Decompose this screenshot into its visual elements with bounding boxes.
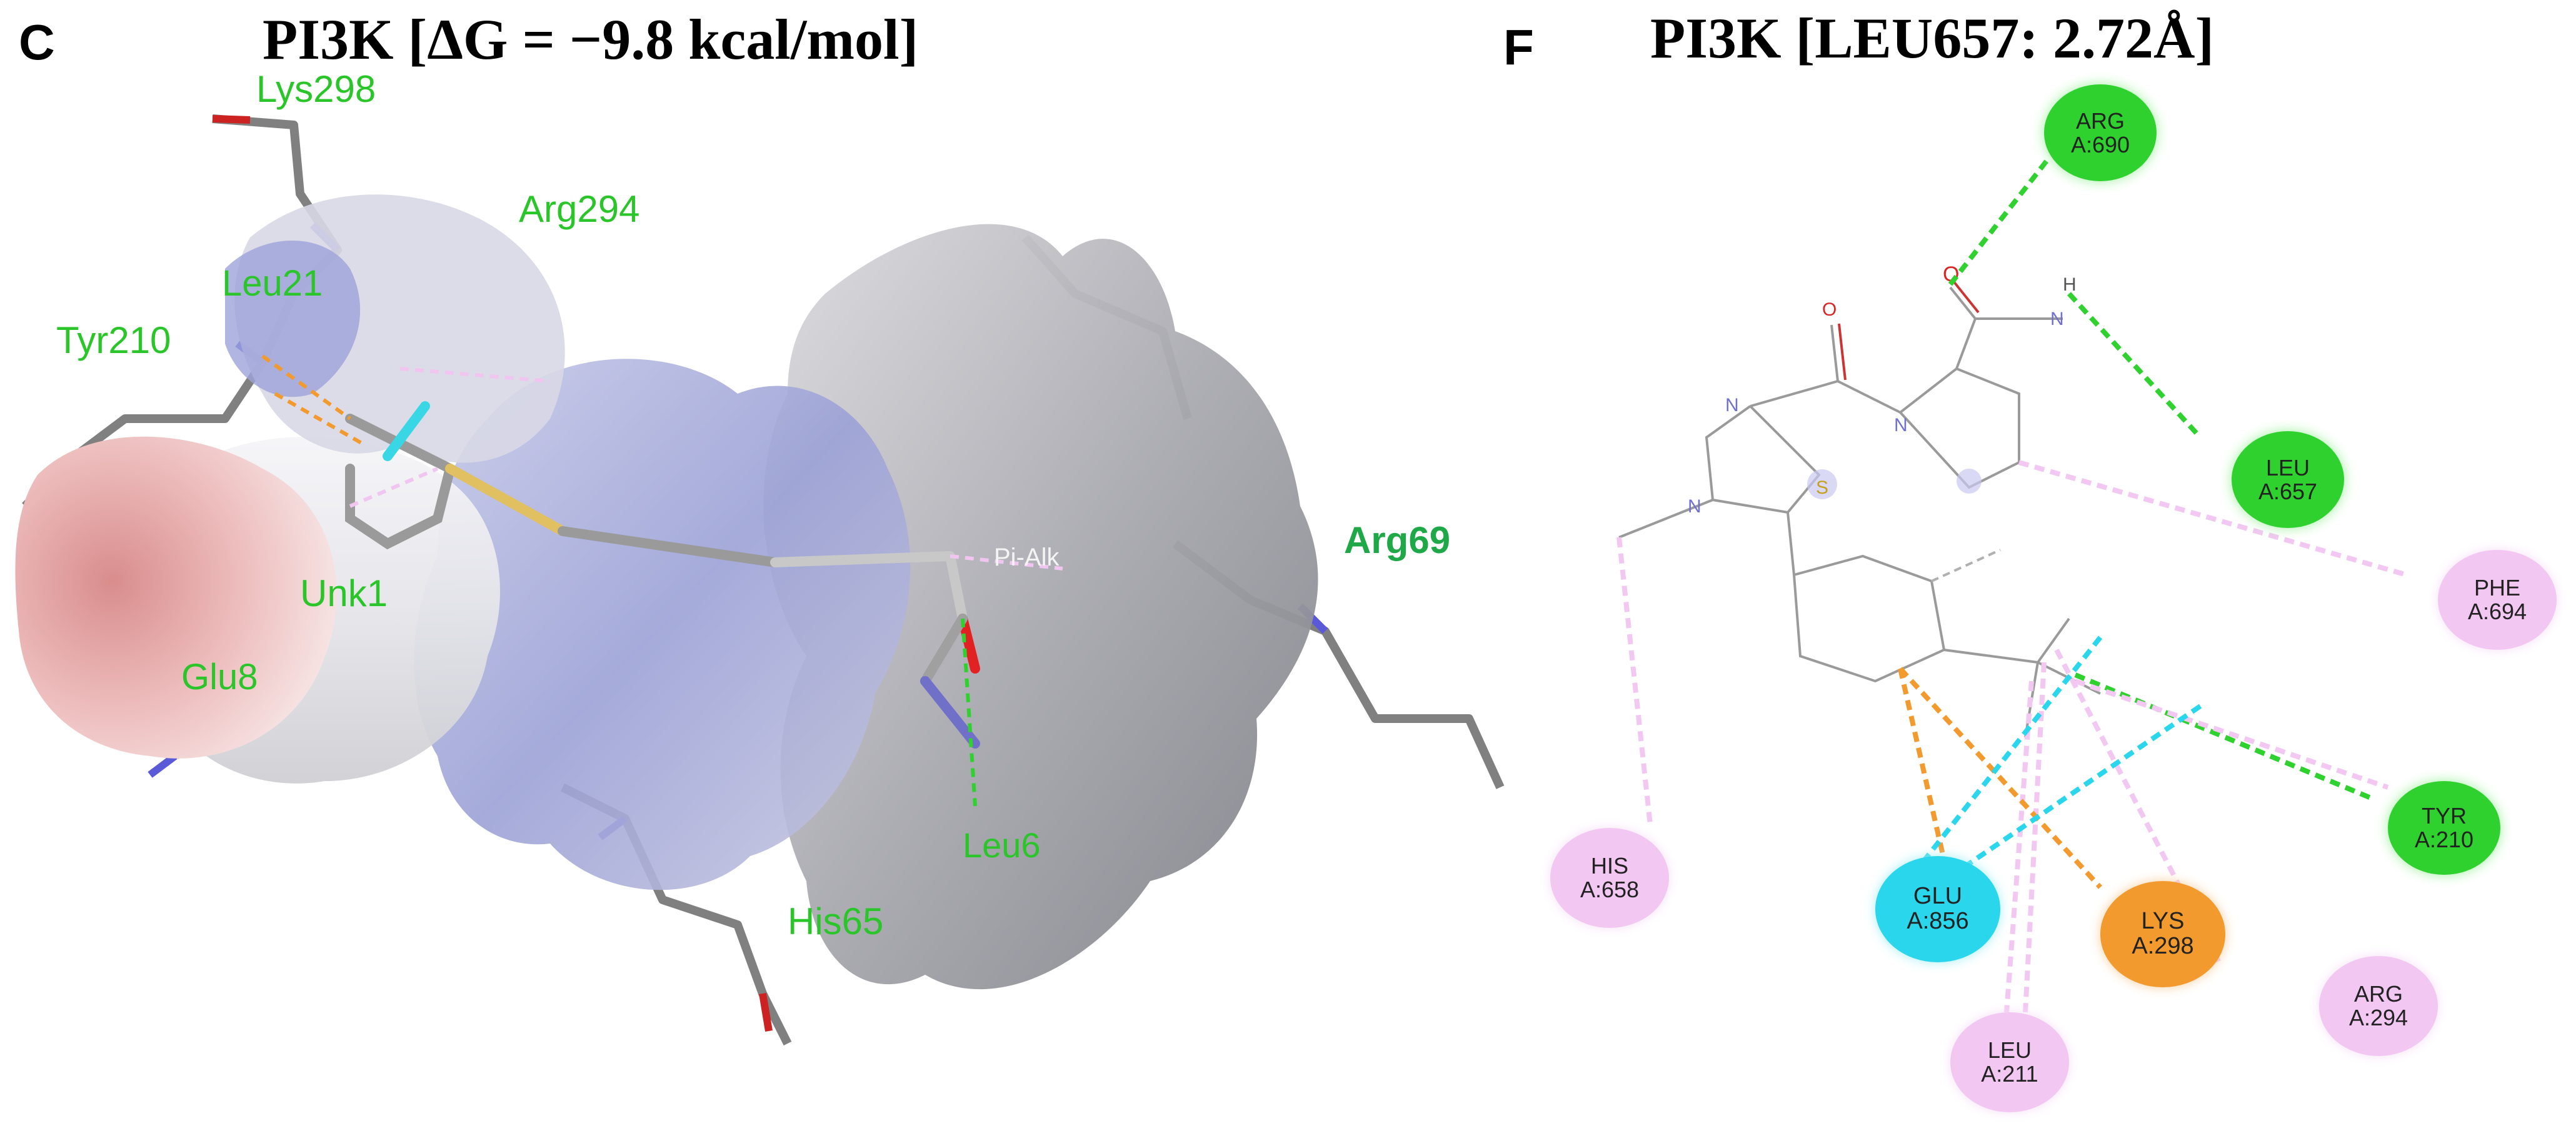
glow-n [1957,469,1982,494]
residue-phe694: PHE A:694 [2438,550,2557,650]
surface-red-lobe [15,436,337,759]
residue-pos: A:657 [2258,478,2318,504]
label-leu21: Leu21 [222,263,323,304]
label-arg294: Arg294 [519,188,640,230]
residue-name: ARG [2075,107,2125,134]
residue-tyr210: TYR A:210 [2388,781,2500,875]
docking-surface-view [15,114,1505,1046]
label-his65: His65 [788,900,884,942]
ligand-skeleton [1618,280,2101,738]
label-leu6: Leu6 [963,825,1041,865]
atom-h: H [2063,274,2077,295]
surface-central [414,359,911,890]
residue-name: ARG [2353,981,2403,1007]
panel-letter-f: F [1503,19,1534,75]
residue-glu856: GLU A:856 [1875,856,2000,962]
label-glu8: Glu8 [181,657,258,697]
residue-pos: A:210 [2414,827,2474,852]
residue-name: LEU [2265,454,2310,481]
interaction-lines [1616,154,2408,1013]
residue-pos: A:294 [2348,1005,2408,1030]
label-arg69: Arg69 [1344,519,1451,561]
label-unk1: Unk1 [300,572,388,614]
residue-arg690: ARG A:690 [2044,84,2157,181]
atom-o-urea: O [1822,299,1837,320]
residue-arg294: ARG A:294 [2319,956,2438,1056]
glow-s [1807,469,1837,499]
residue-pos: A:211 [1981,1061,2038,1087]
residue-pos: A:690 [2070,131,2130,157]
label-tyr210: Tyr210 [56,319,171,361]
residue-leu211: LEU A:211 [1950,1012,2069,1112]
atom-n-pyrrolidine: N [1894,415,1908,436]
residue-name: LEU [1987,1037,2032,1064]
residue-pos: A:298 [2132,933,2194,959]
residue-name: LYS [2141,908,2185,935]
interaction-dashes [261,354,1063,807]
atom-n-amide: N [2050,309,2064,329]
residue-lys298: LYS A:298 [2100,881,2225,987]
atom-n-thiazole: N [1688,496,1701,517]
residue-pos: A:856 [1907,908,1969,934]
residue-pos: A:694 [2467,599,2527,624]
residue-name: HIS [1590,853,1628,879]
panel-letter-c: C [19,14,55,70]
ligand-sticks [345,401,980,749]
panel-title-right: PI3K [LEU657: 2.72Å] [1650,6,2215,70]
residue-name: PHE [2473,575,2521,601]
residue-name: TYR [2422,803,2467,829]
residue-leu657: LEU A:657 [2232,431,2344,528]
residue-name: GLU [1913,883,1963,910]
panel-title-left: PI3K [ΔG = −9.8 kcal/mol] [263,7,919,71]
surface-grey-right [763,224,1318,990]
label-lys298: Lys298 [256,68,376,110]
atom-n-urea: N [1725,395,1739,416]
atom-s-thiazole: S [1816,477,1828,498]
surface-blue-crest [225,241,361,397]
residue-pos: A:658 [1580,877,1640,902]
label-pi-alkyl: Pi-Alk [994,544,1060,571]
residue-his658: HIS A:658 [1550,828,1669,928]
